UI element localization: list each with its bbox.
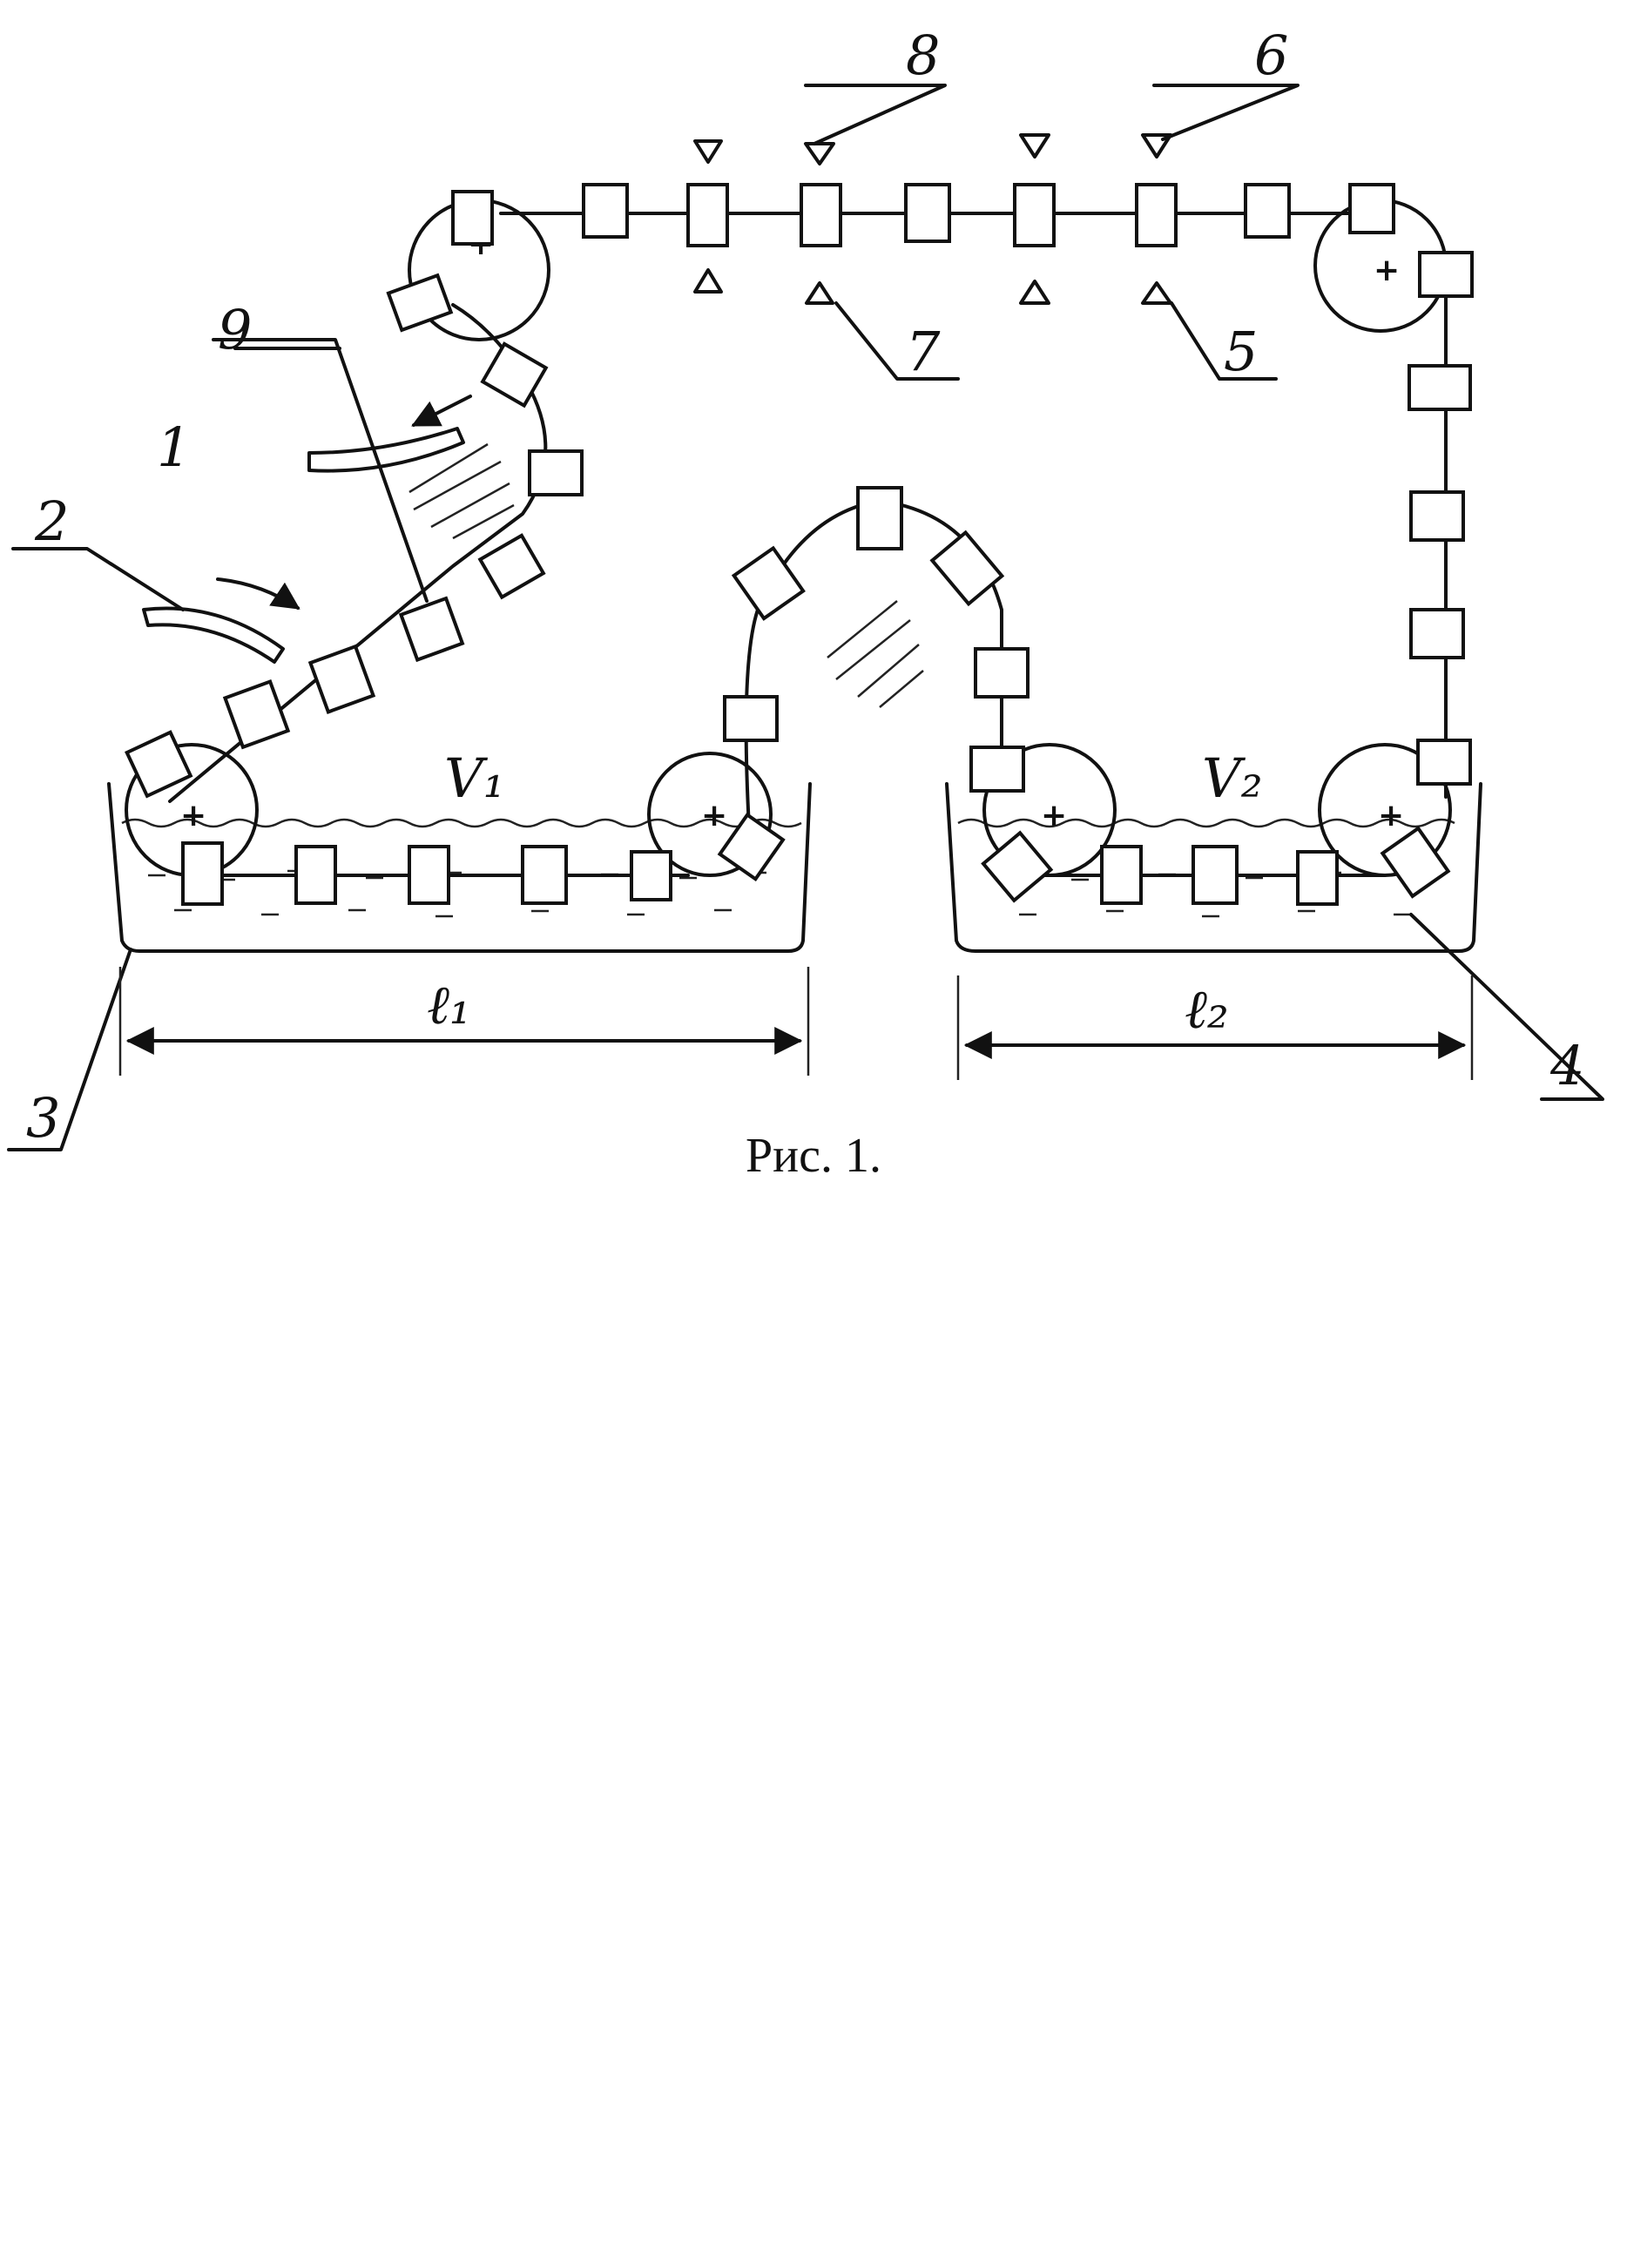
label-length-2: ℓ₂ xyxy=(1185,977,1229,1041)
liquid-surface-left xyxy=(121,818,802,828)
label-6: 6 xyxy=(1254,24,1288,87)
nozzle-2 xyxy=(142,577,300,664)
carriers-middle-hump xyxy=(723,486,1030,793)
carriers-left-slope xyxy=(125,273,584,799)
label-8: 8 xyxy=(906,24,940,87)
carriers-top xyxy=(451,183,1395,247)
plus-sign: + xyxy=(1041,798,1067,834)
plus-sign: + xyxy=(1378,798,1404,834)
drum-tank2-right xyxy=(1318,743,1452,877)
plus-sign: + xyxy=(180,798,206,834)
figure-caption: Рис. 1. xyxy=(746,1129,881,1183)
label-1: 1 xyxy=(157,415,191,479)
label-3: 3 xyxy=(26,1086,60,1150)
label-4: 4 xyxy=(1549,1034,1584,1097)
carriers-right-side xyxy=(1408,251,1474,786)
nozzle-9 xyxy=(307,395,515,540)
label-v1: V₁ xyxy=(444,746,505,810)
carriers-tank1 xyxy=(181,812,786,906)
label-9: 9 xyxy=(218,298,252,361)
dimensions xyxy=(118,967,1474,1080)
tank-right xyxy=(945,782,1482,953)
label-v2: V₂ xyxy=(1202,746,1263,810)
plus-sign: + xyxy=(1374,253,1400,288)
label-5: 5 xyxy=(1224,320,1258,383)
label-7: 7 xyxy=(906,320,941,383)
tank-left xyxy=(107,782,812,953)
label-length-1: ℓ₁ xyxy=(427,973,471,1036)
labels: 8 6 7 5 9 1 2 3 4 V₁ V₂ ℓ₁ ℓ₂ xyxy=(26,24,1584,1150)
plus-sign: + xyxy=(701,798,727,834)
leader-lines xyxy=(7,84,1604,1151)
drum-tank1-right xyxy=(647,752,773,877)
sensors xyxy=(693,133,1172,305)
label-2: 2 xyxy=(34,489,69,553)
hump-hatching xyxy=(827,600,924,708)
liquid-surface-right xyxy=(957,818,1455,828)
conveyor-diagram: + + + + + + xyxy=(7,24,1604,1151)
carriers-tank2 xyxy=(981,826,1451,906)
drum-tank2-left xyxy=(982,743,1117,877)
